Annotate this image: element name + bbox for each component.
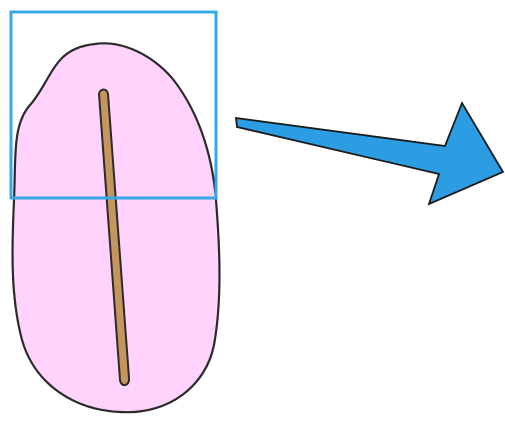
right-arrow-icon bbox=[236, 103, 503, 204]
